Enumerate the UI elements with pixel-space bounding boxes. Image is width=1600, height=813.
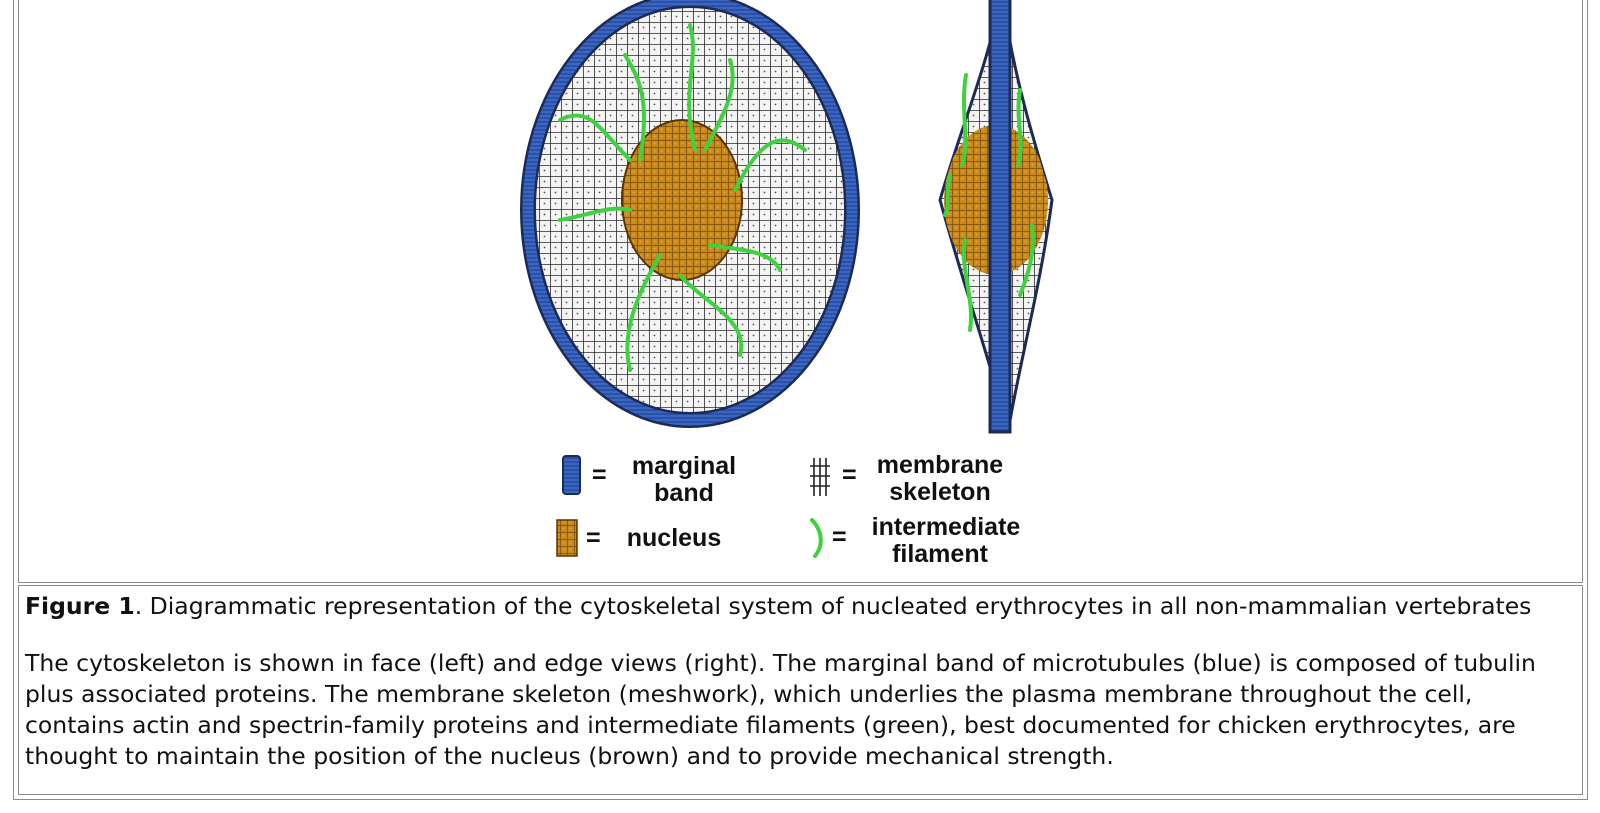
legend-swatch-membrane-skeleton [810, 458, 830, 496]
legend-label-skeleton: skeleton [889, 478, 990, 506]
intermediate-filaments-face [558, 23, 807, 372]
legend-swatch-marginal-band [562, 455, 581, 495]
face-view-cell [520, 0, 860, 428]
caption-cell [18, 585, 1583, 795]
figure-caption-title: Figure 1. Diagrammatic representation of… [25, 590, 1575, 622]
legend-swatch-filament [810, 518, 823, 558]
nucleus-face [621, 119, 743, 281]
figure-cell [18, 0, 1583, 583]
legend-equals: = [842, 461, 857, 489]
legend-equals: = [586, 524, 601, 552]
figure-table-border [13, 0, 1588, 800]
legend-swatch-nucleus [556, 519, 578, 557]
legend-label-nucleus: nucleus [627, 524, 721, 552]
edge-view-cell [938, 0, 1054, 434]
figure-caption-body: The cytoskeleton is shown in face (left)… [25, 649, 1536, 770]
legend-label-marginal: marginal [632, 452, 736, 480]
legend: = marginal band = membrane skeleton = nu… [556, 451, 1021, 568]
legend-label-band: band [654, 479, 714, 507]
intermediate-filaments-edge [943, 73, 1035, 332]
marginal-band-face [522, 0, 858, 426]
legend-label-filament: filament [892, 540, 989, 568]
legend-label-membrane: membrane [877, 451, 1004, 479]
marginal-band-edge [988, 0, 1012, 434]
legend-equals: = [592, 461, 607, 489]
legend-label-intermediate: intermediate [872, 513, 1021, 541]
cytoskeleton-diagram: = marginal band = membrane skeleton = nu… [520, 0, 1054, 568]
legend-equals: = [832, 523, 847, 551]
figure-label: Figure 1 [25, 592, 135, 620]
figure-title-text: . Diagrammatic representation of the cyt… [134, 592, 1532, 620]
